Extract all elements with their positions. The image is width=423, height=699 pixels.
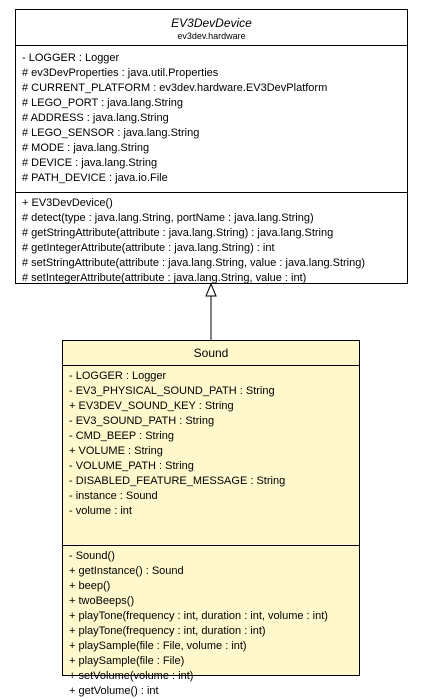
method-item: # getStringAttribute(attribute : java.la…: [22, 227, 334, 239]
method-item: + getVolume() : int: [69, 685, 159, 697]
field-item: # CURRENT_PLATFORM : ev3dev.hardware.EV3…: [22, 82, 328, 94]
method-item: + twoBeeps(): [69, 595, 135, 607]
field-item: - VOLUME_PATH : String: [69, 460, 194, 472]
field-item: # ev3DevProperties : java.util.Propertie…: [22, 67, 219, 79]
field-item: - CMD_BEEP : String: [69, 430, 174, 442]
method-item: - Sound(): [69, 550, 115, 562]
field-item: - LOGGER : Logger: [22, 52, 120, 64]
field-item: - volume : int: [69, 505, 132, 517]
method-item: + playTone(frequency : int, duration : i…: [69, 610, 328, 622]
method-item: + beep(): [69, 580, 111, 592]
methods-compartment: - Sound() + getInstance() : Sound + beep…: [63, 546, 359, 699]
field-item: # PATH_DEVICE : java.io.File: [22, 172, 168, 184]
field-item: # LEGO_PORT : java.lang.String: [22, 97, 184, 109]
methods-compartment: + EV3DevDevice() # detect(type : java.la…: [16, 193, 407, 286]
field-item: - EV3_SOUND_PATH : String: [69, 415, 215, 427]
field-item: - DISABLED_FEATURE_MESSAGE : String: [69, 475, 286, 487]
method-item: + playSample(file : File): [69, 655, 185, 667]
inheritance-arrowhead: [205, 282, 217, 297]
method-item: + getInstance() : Sound: [69, 565, 184, 577]
fields-compartment: - LOGGER : Logger - EV3_PHYSICAL_SOUND_P…: [63, 366, 359, 546]
field-item: - EV3_PHYSICAL_SOUND_PATH : String: [69, 385, 275, 397]
class-header: EV3DevDevice ev3dev.hardware: [16, 10, 407, 46]
field-item: # DEVICE : java.lang.String: [22, 157, 158, 169]
field-item: # ADDRESS : java.lang.String: [22, 112, 169, 124]
field-item: # LEGO_SENSOR : java.lang.String: [22, 127, 200, 139]
field-item: + EV3DEV_SOUND_KEY : String: [69, 400, 234, 412]
method-item: # detect(type : java.lang.String, portNa…: [22, 212, 314, 224]
class-package: ev3dev.hardware: [177, 31, 246, 41]
method-item: + EV3DevDevice(): [22, 197, 113, 209]
class-name: Sound: [193, 346, 229, 360]
method-item: + playSample(file : File, volume : int): [69, 640, 247, 652]
fields-compartment: - LOGGER : Logger # ev3DevProperties : j…: [16, 46, 407, 193]
field-item: - LOGGER : Logger: [69, 370, 167, 382]
class-ev3devdevice[interactable]: EV3DevDevice ev3dev.hardware - LOGGER : …: [15, 9, 408, 284]
method-item: + setVolume(volume : int): [69, 670, 194, 682]
class-name: EV3DevDevice: [171, 16, 252, 30]
method-item: # setIntegerAttribute(attribute : java.l…: [22, 272, 307, 284]
class-header: Sound: [63, 341, 359, 366]
field-item: - instance : Sound: [69, 490, 158, 502]
field-item: + VOLUME : String: [69, 445, 163, 457]
method-item: + playTone(frequency : int, duration : i…: [69, 625, 266, 637]
inheritance-arrow: [205, 282, 217, 340]
class-sound[interactable]: Sound - LOGGER : Logger - EV3_PHYSICAL_S…: [62, 340, 360, 697]
method-item: # setStringAttribute(attribute : java.la…: [22, 257, 366, 269]
method-item: # getIntegerAttribute(attribute : java.l…: [22, 242, 275, 254]
field-item: # MODE : java.lang.String: [22, 142, 150, 154]
